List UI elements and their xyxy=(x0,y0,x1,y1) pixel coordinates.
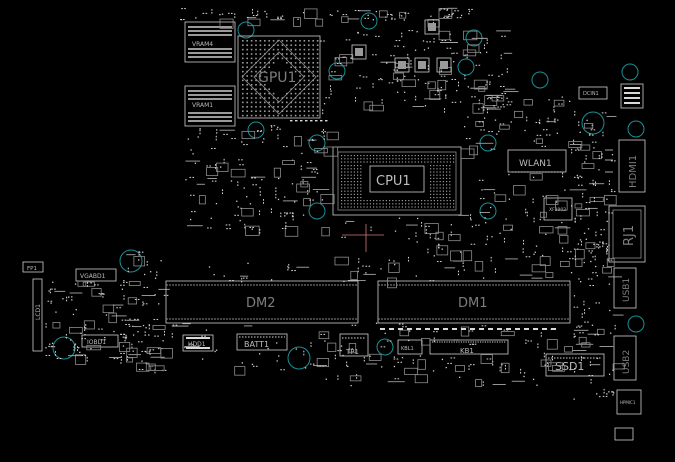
mounting-hole[interactable] xyxy=(360,12,378,30)
fp-label: FP1 xyxy=(27,266,37,272)
mounting-hole[interactable] xyxy=(531,71,549,89)
vram-top-label: VRAM4 xyxy=(192,41,213,48)
vram-bottom[interactable]: VRAM1 xyxy=(184,85,236,127)
tp-label: TP1 xyxy=(345,348,359,356)
hdd-label: HDD1 xyxy=(188,341,206,348)
mounting-hole[interactable] xyxy=(627,120,645,138)
tp-connector[interactable]: TP1 xyxy=(339,333,369,357)
mounting-hole[interactable] xyxy=(479,202,497,220)
mounting-hole[interactable] xyxy=(287,346,311,370)
wlan-label: WLAN1 xyxy=(519,159,552,169)
usb-top-connector[interactable]: USB1 xyxy=(613,267,637,309)
gpu-label: GPU1 xyxy=(258,70,296,86)
mounting-hole[interactable] xyxy=(627,315,645,333)
rj-label: RJ1 xyxy=(622,225,637,246)
mounting-hole[interactable] xyxy=(119,249,143,273)
dm2-label: DM2 xyxy=(246,296,276,311)
mounting-hole[interactable] xyxy=(308,202,326,220)
hpmic-label: HPMIC1 xyxy=(620,400,636,405)
mounting-hole[interactable] xyxy=(376,338,394,356)
mounting-hole[interactable] xyxy=(328,62,346,80)
batt-label: BATT1 xyxy=(244,340,269,349)
fp-connector[interactable]: FP1 xyxy=(22,261,44,273)
kb-connector[interactable]: KB1 xyxy=(429,339,509,355)
mounting-hole[interactable] xyxy=(247,121,265,139)
mounting-hole[interactable] xyxy=(457,58,475,76)
kbl-connector[interactable]: KBL1 xyxy=(397,339,423,355)
usb-bottom-label: USB2 xyxy=(622,350,632,374)
usb-top-label: USB1 xyxy=(622,278,632,302)
batt-connector[interactable]: BATT1 xyxy=(236,333,288,351)
small-components xyxy=(45,7,625,400)
lcd-connector[interactable]: LCD1 xyxy=(32,278,43,352)
vram-bottom-label: VRAM1 xyxy=(192,102,213,109)
iobd-connector[interactable]: IOBD1 xyxy=(81,334,119,348)
mounting-hole[interactable] xyxy=(237,21,255,39)
usb-bottom-connector[interactable]: USB2 xyxy=(613,335,637,381)
dcin-connector[interactable]: DCIN1 xyxy=(578,83,644,109)
gpu-chip[interactable]: GPU1 xyxy=(237,35,321,119)
hpmic-connector[interactable]: HPMIC1 xyxy=(614,389,642,441)
cpu-chip[interactable]: CPU1 xyxy=(332,146,462,216)
hdd-connector[interactable]: HDD1 xyxy=(182,334,214,352)
hdmi-connector[interactable]: HDMI1 xyxy=(618,139,646,193)
kbl-label: KBL1 xyxy=(401,346,414,352)
vgabd-label: VGABD1 xyxy=(80,273,106,280)
hdmi-label: HDMI1 xyxy=(628,155,639,188)
mounting-hole[interactable] xyxy=(581,111,605,135)
iobd-label: IOBD1 xyxy=(87,339,106,346)
cpu-label: CPU1 xyxy=(376,174,411,189)
kb-label: KB1 xyxy=(460,347,474,355)
vgabd-connector[interactable]: VGABD1 xyxy=(75,268,117,282)
wlan-connector[interactable]: WLAN1 xyxy=(507,149,567,173)
mounting-hole[interactable] xyxy=(621,63,639,81)
dm1-label: DM1 xyxy=(458,296,488,311)
dimm-slot-dm1[interactable]: DM1 xyxy=(377,280,571,324)
vram-top[interactable]: VRAM4 xyxy=(184,21,236,63)
cpu-cursor-crosshair xyxy=(342,224,384,252)
lcd-label: LCD1 xyxy=(35,304,42,320)
dimm-slot-dm2[interactable]: DM2 xyxy=(165,280,359,324)
rj-connector[interactable]: RJ1 xyxy=(608,205,646,263)
dcin-label: DCIN1 xyxy=(583,91,599,97)
